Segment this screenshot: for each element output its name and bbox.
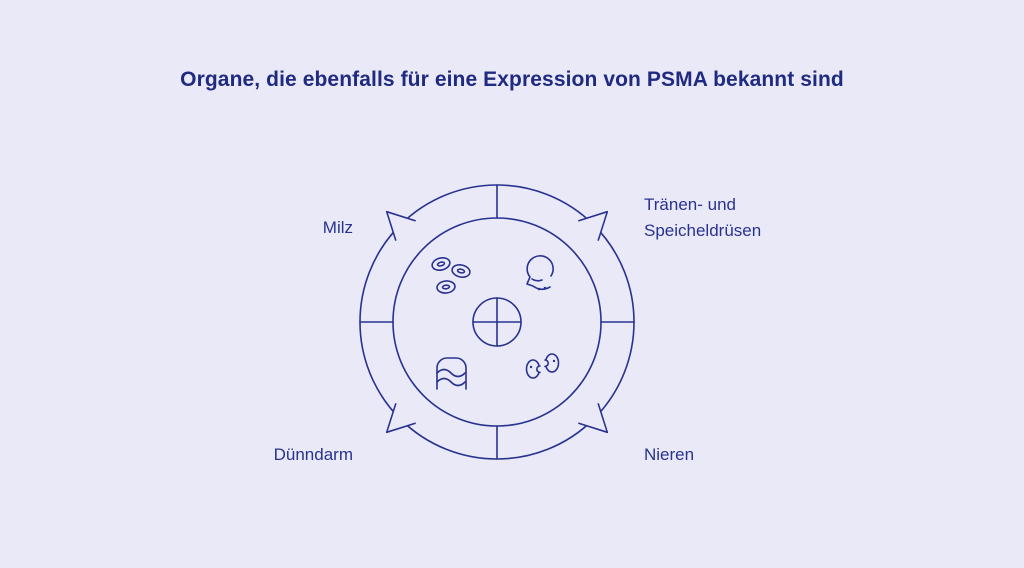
head-salivary-glands-icon <box>526 255 554 291</box>
kidneys-icon <box>525 353 560 379</box>
blood-cells-icon <box>431 256 471 294</box>
arrow-bottom-left-icon <box>385 403 416 434</box>
arrow-top-left-icon <box>385 210 416 241</box>
arrow-top-right-icon <box>578 210 609 241</box>
label-traenen-speicheldruesen: Tränen- und Speicheldrüsen <box>644 195 762 240</box>
quadrant-dividers <box>359 184 635 460</box>
quadrant-arrows <box>385 210 609 434</box>
page-title: Organe, die ebenfalls für eine Expressio… <box>180 68 844 91</box>
crosshair-circle-icon <box>472 297 522 347</box>
arrow-bottom-right-icon <box>578 403 609 434</box>
label-milz: Milz <box>322 218 353 237</box>
intestine-icon <box>436 357 467 390</box>
label-nieren: Nieren <box>644 445 695 464</box>
label-duenndarm: Dünndarm <box>273 445 353 464</box>
